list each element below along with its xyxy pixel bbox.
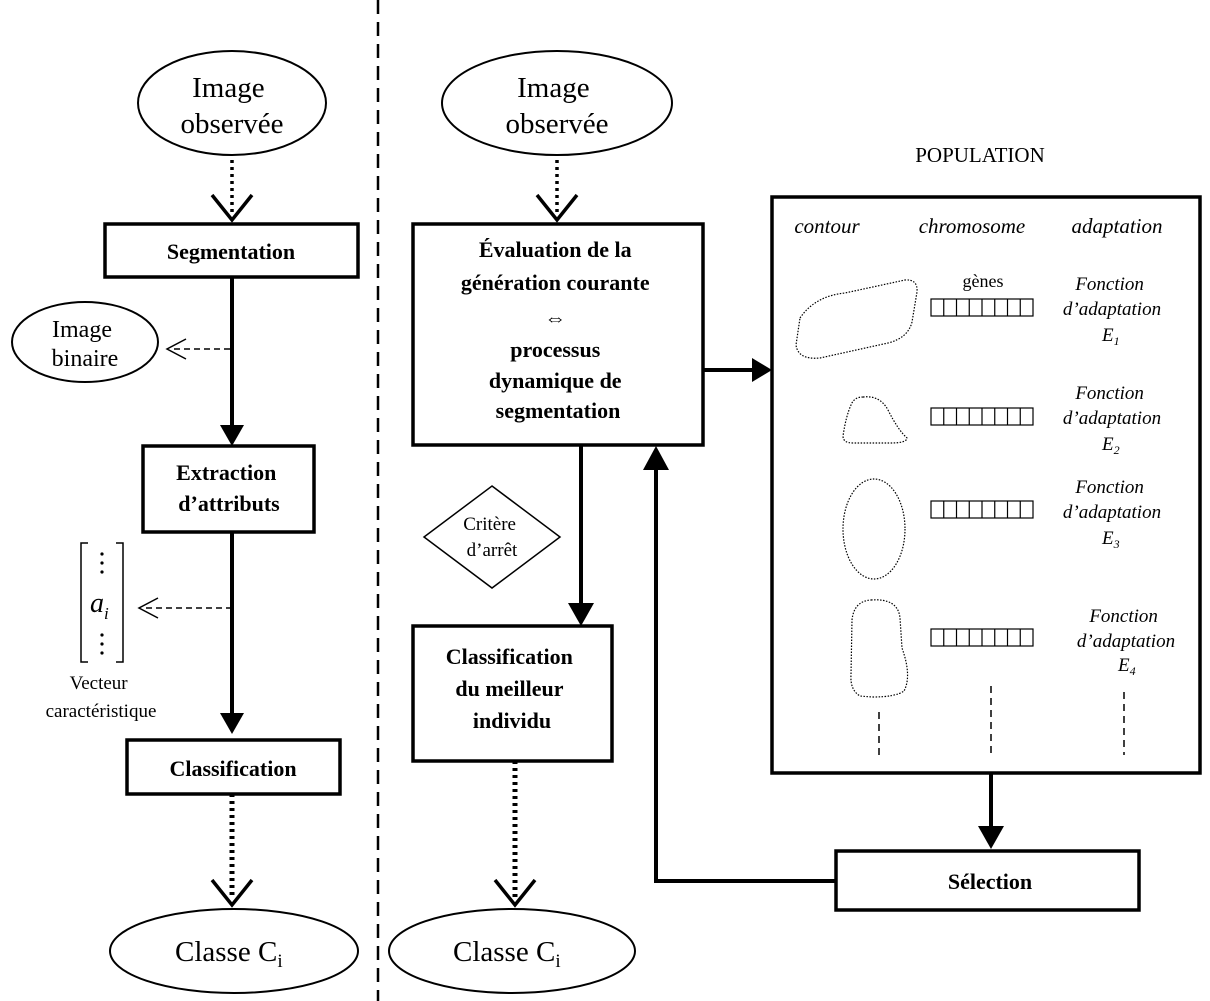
header-adaptation: adaptation — [1071, 214, 1162, 238]
open-arrowhead-icon — [535, 193, 579, 223]
classification-box — [125, 738, 342, 796]
header-chromosome: chromosome — [919, 214, 1026, 238]
feedback-connector — [654, 468, 836, 883]
selection-box — [834, 849, 1141, 912]
contour-shape-3 — [842, 478, 906, 580]
fitness-label-3: Fonction d’adaptation — [1063, 477, 1161, 523]
arrowhead-icon — [220, 425, 244, 446]
arrowhead-icon — [978, 826, 1004, 849]
contour-shape-2 — [842, 396, 908, 444]
open-arrowhead-icon — [210, 193, 254, 223]
right-output-ellipse — [388, 908, 636, 994]
right-output-label: Classe Ci — [453, 936, 561, 972]
evaluation-label: Évaluation de la génération courante ⇔ p… — [461, 237, 655, 423]
chromosome-4 — [930, 628, 1034, 647]
segmentation-label: Segmentation — [167, 239, 295, 264]
fitness-energy-1: E1 — [1101, 325, 1120, 348]
stop-criterion-diamond — [422, 485, 562, 589]
selection-label: Sélection — [948, 869, 1032, 894]
genes-label: gènes — [963, 271, 1004, 291]
classification-label: Classification — [169, 756, 296, 781]
arrowhead-icon — [752, 358, 772, 382]
arrowhead-icon — [220, 713, 244, 734]
chromosome-2 — [930, 407, 1034, 426]
open-arrowhead-icon — [493, 878, 537, 908]
fitness-energy-4: E4 — [1117, 655, 1136, 678]
arrowhead-icon — [643, 446, 669, 470]
best-individual-label: Classification du meilleur individu — [446, 644, 579, 733]
stop-criterion-label: Critère d’arrêt — [463, 514, 521, 561]
population-title: POPULATION — [915, 143, 1045, 167]
fitness-label-1: Fonction d’adaptation — [1063, 274, 1161, 320]
arrowhead-icon — [568, 603, 594, 626]
chromosome-1 — [930, 298, 1034, 317]
open-arrowhead-icon — [210, 878, 254, 908]
vector-left-bracket — [80, 542, 88, 663]
left-output-label: Classe Ci — [175, 936, 283, 972]
binary-image-ellipse — [11, 301, 159, 383]
open-arrowhead-icon — [165, 338, 187, 360]
segmentation-box — [103, 222, 360, 279]
left-input-label: Image observée — [180, 72, 283, 140]
fitness-label-2: Fonction d’adaptation — [1063, 383, 1161, 429]
vector-caption: Vecteur caractéristique — [46, 673, 157, 722]
binary-image-label: Image binaire — [52, 317, 119, 372]
left-input-ellipse — [137, 50, 327, 156]
fitness-energy-2: E2 — [1101, 434, 1120, 457]
header-contour: contour — [794, 214, 860, 238]
extraction-label: Extraction d’attributs — [176, 460, 282, 516]
contour-shape-1 — [795, 279, 918, 359]
vector-right-bracket — [116, 542, 124, 663]
evaluation-box — [411, 222, 705, 447]
extraction-box — [141, 444, 316, 534]
vector-element: ai — [90, 588, 109, 623]
contour-shape-4 — [850, 599, 909, 698]
open-arrowhead-icon — [137, 597, 159, 619]
chromosome-3 — [930, 500, 1034, 519]
fitness-label-4: Fonction d’adaptation — [1077, 606, 1175, 652]
left-output-ellipse — [109, 908, 359, 994]
right-input-label: Image observée — [505, 72, 608, 140]
right-input-ellipse — [441, 50, 673, 156]
fitness-energy-3: E3 — [1101, 528, 1120, 551]
